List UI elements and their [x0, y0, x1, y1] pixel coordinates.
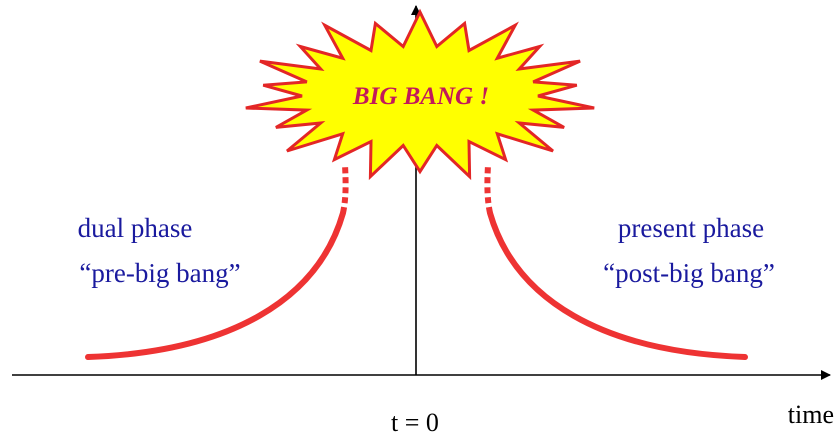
pre-big-bang-label: “pre-big bang”: [79, 258, 240, 288]
post-big-bang-curve-dashed: [484, 164, 493, 214]
pre-big-bang-curve: [85, 210, 346, 360]
time-axis-label: time: [788, 400, 834, 429]
explosion-burst-shape: [245, 8, 595, 181]
present-phase-label: present phase: [618, 213, 764, 243]
dual-phase-label: dual phase: [78, 213, 193, 243]
post-big-bang-label: “post-big bang”: [603, 258, 775, 288]
big-bang-text: BIG BANG !: [352, 83, 489, 110]
pre-big-bang-curve-dashed: [340, 164, 349, 214]
origin-label: t = 0: [391, 408, 439, 437]
post-big-bang-curve: [487, 210, 748, 360]
